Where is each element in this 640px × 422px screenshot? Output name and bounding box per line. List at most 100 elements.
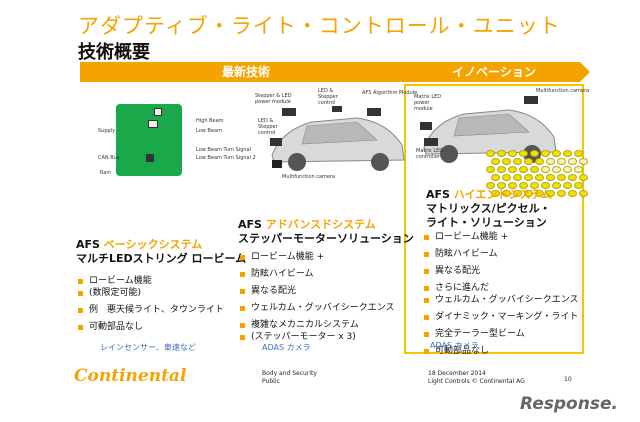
matrix-led-dot — [502, 190, 511, 197]
matrix-beam-pattern — [486, 150, 588, 202]
list-item: さらに進んだ — [422, 283, 579, 294]
list-item: 完全テーラー型ビーム — [422, 329, 579, 340]
advanced-system-title: AFS アドバンスドシステム ステッパーモーターソリューション — [238, 218, 414, 246]
system-name: アドバンスドシステム — [265, 218, 376, 231]
highend-note: ADAS カメラ — [430, 341, 479, 350]
car-label: Matrix LED power module — [414, 94, 442, 112]
list-item: 複雑なメカニカルシステム — [238, 320, 395, 331]
matrix-led-dot — [502, 158, 511, 165]
matrix-led-dot — [519, 150, 528, 157]
matrix-led-dot — [552, 182, 561, 189]
matrix-led-dot — [546, 190, 555, 197]
matrix-led-dot — [563, 166, 572, 173]
slide-title: アダプティブ・ライト・コントロール・ユニット — [78, 14, 561, 38]
matrix-led-dot — [530, 166, 539, 173]
list-item: (ステッパーモーター x 3) — [238, 332, 395, 343]
car-illustration-advanced — [270, 106, 405, 171]
matrix-led-dot — [541, 182, 550, 189]
pcb-chip — [146, 154, 154, 162]
basic-note: レインセンサー、車速など — [100, 343, 196, 352]
system-name: ハイエンドシステム — [453, 188, 553, 201]
matrix-led-dot — [557, 174, 566, 181]
matrix-led-dot — [491, 174, 500, 181]
slide-subtitle: 技術概要 — [78, 42, 150, 63]
matrix-led-dot — [535, 190, 544, 197]
matrix-led-dot — [541, 166, 550, 173]
system-subtitle: ライト・ソリューション — [426, 216, 547, 229]
footer-classification: Public — [262, 378, 280, 385]
list-item: 防眩ハイビーム — [422, 249, 579, 260]
afs-label: AFS — [238, 218, 262, 231]
matrix-led-dot — [530, 182, 539, 189]
matrix-led-dot — [568, 174, 577, 181]
matrix-led-dot — [491, 190, 500, 197]
list-item: ウェルカム・グッバイシークエンス — [422, 295, 579, 306]
list-item: (数限定可能) — [76, 288, 224, 299]
afs-label: AFS — [426, 188, 450, 201]
matrix-led-dot — [524, 158, 533, 165]
list-item: ロービーム機能 — [76, 276, 224, 287]
list-item: ダイナミック・マーキング・ライト — [422, 312, 579, 323]
matrix-led-dot — [568, 190, 577, 197]
afs-label: AFS — [76, 238, 100, 251]
matrix-led-dot — [574, 150, 583, 157]
basic-system-title: AFS ベーシックシステム マルチLEDストリング ロービーム — [76, 238, 246, 266]
matrix-led-dot — [535, 174, 544, 181]
matrix-led-dot — [557, 190, 566, 197]
matrix-led-dot — [502, 174, 511, 181]
matrix-led-dot — [513, 190, 522, 197]
car-label: AFS Algorithm Module — [362, 90, 418, 96]
pcb-board-image — [116, 104, 182, 176]
car-illustration-highend — [420, 96, 557, 163]
matrix-led-dot — [486, 182, 495, 189]
list-item: 防眩ハイビーム — [238, 269, 395, 280]
matrix-led-dot — [557, 158, 566, 165]
footer-copyright: Light Controls © Continental AG — [428, 378, 525, 385]
matrix-led-dot — [579, 190, 588, 197]
pcb-label-right: Low Beam — [196, 128, 222, 134]
car-label: LED & Stepper control — [318, 88, 338, 106]
matrix-led-dot — [513, 174, 522, 181]
matrix-led-dot — [574, 166, 583, 173]
matrix-led-dot — [497, 166, 506, 173]
matrix-led-dot — [546, 174, 555, 181]
response-watermark: Response. — [520, 394, 618, 414]
list-item: ロービーム機能 + — [238, 252, 395, 263]
car-label: Multifunction camera — [536, 88, 590, 94]
pcb-label-right: Low Beam Turn Signal 2 — [196, 155, 256, 161]
matrix-led-dot — [486, 150, 495, 157]
page-number: 10 — [564, 376, 572, 383]
pcb-label-left: Supply — [98, 128, 116, 134]
matrix-led-dot — [486, 166, 495, 173]
matrix-led-dot — [491, 158, 500, 165]
car-label: Stepper & LED power module — [255, 93, 292, 105]
system-subtitle: ステッパーモーターソリューション — [238, 232, 414, 245]
car-label: Multifunction camera — [282, 174, 336, 180]
advanced-feature-list: ロービーム機能 + 防眩ハイビーム 異なる配光 ウェルカム・グッバイシークエンス… — [238, 252, 395, 349]
highend-system-title: AFS ハイエンドシステム マトリックス/ピクセル・ ライト・ソリューション — [426, 188, 552, 230]
matrix-led-dot — [535, 158, 544, 165]
matrix-led-dot — [513, 158, 522, 165]
list-item: ロービーム機能 + — [422, 232, 579, 243]
matrix-led-dot — [546, 158, 555, 165]
pcb-chip — [154, 108, 162, 116]
innovation-frame — [404, 84, 584, 354]
matrix-led-dot — [574, 182, 583, 189]
pcb-chip — [148, 120, 158, 128]
header-innovation: イノベーション — [398, 62, 590, 82]
matrix-led-dot — [519, 166, 528, 173]
matrix-led-dot — [563, 182, 572, 189]
matrix-led-dot — [552, 150, 561, 157]
system-name: ベーシックシステム — [103, 238, 203, 251]
list-item: 例 悪天候ライト、タウンライト — [76, 305, 224, 316]
list-item: 異なる配光 — [422, 266, 579, 277]
matrix-led-dot — [568, 158, 577, 165]
system-subtitle: マルチLEDストリング ロービーム — [76, 252, 247, 265]
footer-division: Body and Security — [262, 370, 317, 377]
pcb-label-left: CAN Bus — [98, 155, 120, 161]
matrix-led-dot — [519, 182, 528, 189]
car-label: Matrix LED controller — [416, 148, 444, 160]
system-subtitle: マトリックス/ピクセル・ — [426, 202, 551, 215]
matrix-led-dot — [552, 166, 561, 173]
pcb-label-right: High Beam — [196, 118, 224, 124]
